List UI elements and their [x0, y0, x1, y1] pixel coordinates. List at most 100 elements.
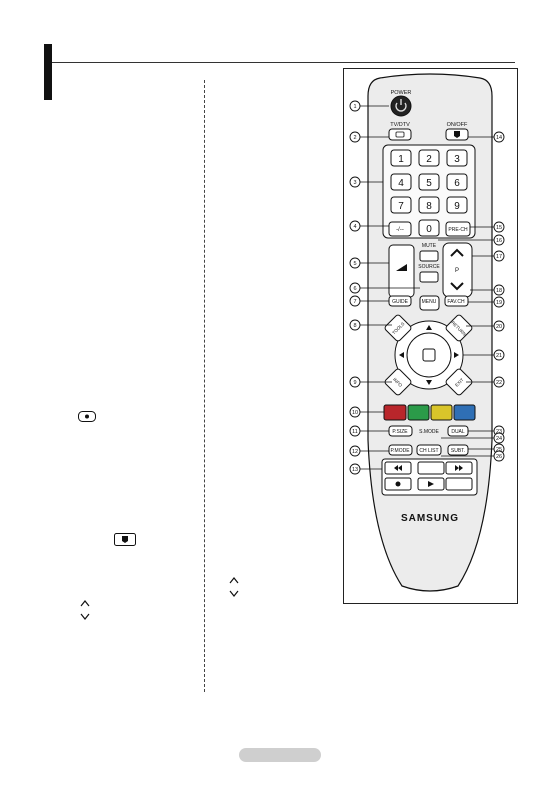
callout-marker	[349, 406, 361, 418]
callout-marker	[493, 349, 505, 361]
callout-number: 24	[496, 436, 502, 442]
callout-number: 19	[496, 300, 502, 306]
mute-label: MUTE	[422, 243, 437, 249]
section-marker-bar	[44, 44, 52, 100]
red-button	[383, 404, 407, 421]
on-off-button-icon	[114, 533, 136, 546]
callout-number: 26	[496, 454, 502, 460]
callout-number: 8	[353, 323, 356, 329]
callout-number: 21	[496, 353, 502, 359]
callout-marker	[493, 296, 505, 308]
svg-text:GUIDE: GUIDE	[392, 299, 409, 305]
digit-label: 8	[426, 201, 432, 212]
callout-number: 3	[353, 180, 356, 186]
digit-8-button	[418, 196, 440, 214]
channel-up-icon	[80, 600, 90, 607]
callout-marker	[493, 131, 505, 143]
callout-number: 12	[352, 449, 358, 455]
callout-number: 22	[496, 380, 502, 386]
power-label: POWER	[391, 90, 412, 96]
pre-ch-button	[445, 221, 471, 237]
tv-dtv-label: TV/DTV	[390, 122, 410, 128]
callout-marker	[349, 425, 361, 437]
tools-button	[384, 314, 412, 342]
callout-marker	[349, 220, 361, 232]
digit-1-button	[390, 149, 412, 167]
green-button	[407, 404, 430, 421]
callout-number: 16	[496, 238, 502, 244]
info-button	[384, 368, 412, 396]
callout-marker	[349, 319, 361, 331]
svg-text:S.MODE: S.MODE	[419, 429, 439, 435]
digit-9-button	[446, 196, 468, 214]
callout-number: 23	[496, 429, 502, 435]
digit-7-button	[390, 196, 412, 214]
page-number-pill	[239, 748, 321, 762]
mute-button	[419, 250, 439, 262]
callout-marker	[349, 282, 361, 294]
power-button	[390, 95, 412, 117]
digit-2-button	[418, 149, 440, 167]
callout-number: 7	[353, 299, 356, 305]
callout-marker	[493, 320, 505, 332]
callout-number: 9	[353, 380, 356, 386]
callout-marker	[493, 450, 505, 462]
svg-text:DUAL: DUAL	[451, 429, 465, 435]
svg-text:INFO: INFO	[392, 377, 403, 388]
callout-marker	[349, 463, 361, 475]
exit-button	[445, 368, 473, 396]
tv-dtv-button	[388, 128, 412, 141]
digit-6-button	[446, 173, 468, 191]
digit-4-button	[390, 173, 412, 191]
callout-marker	[349, 131, 361, 143]
p-label: P	[455, 268, 459, 274]
svg-text:0: 0	[426, 224, 432, 235]
fav-ch-button	[444, 295, 469, 307]
digit-label: 6	[454, 178, 460, 189]
svg-text:FAV.CH: FAV.CH	[447, 299, 465, 305]
digit-label: 3	[454, 154, 460, 165]
source-button	[419, 271, 439, 283]
callout-number: 25	[496, 447, 502, 453]
callout-number: 10	[352, 410, 358, 416]
callout-marker	[349, 376, 361, 388]
volume-down-icon	[229, 590, 239, 597]
callout-marker	[349, 176, 361, 188]
callout-number: 5	[353, 261, 356, 267]
callout-marker	[349, 295, 361, 307]
callout-number: 6	[353, 286, 356, 292]
callout-marker	[493, 250, 505, 262]
callout-marker	[493, 432, 505, 444]
dash-button	[388, 221, 412, 237]
source-button-icon	[78, 411, 96, 422]
callout-number: 11	[352, 429, 358, 435]
digit-label: 9	[454, 201, 460, 212]
svg-text:CH LIST: CH LIST	[419, 448, 438, 454]
callout-number: 4	[353, 224, 356, 230]
callout-number: 17	[496, 254, 502, 260]
svg-text:EXIT: EXIT	[454, 377, 465, 388]
digit-label: 5	[426, 178, 432, 189]
volume-up-icon	[229, 577, 239, 584]
header-rule	[52, 62, 515, 63]
callout-number: 20	[496, 324, 502, 330]
callout-marker	[493, 284, 505, 296]
digit-label: 4	[398, 178, 404, 189]
digit-label: 7	[398, 201, 404, 212]
transport-button-6	[445, 477, 473, 491]
callout-marker	[493, 234, 505, 246]
callout-number: 13	[352, 467, 358, 473]
transport-buttons	[384, 461, 473, 491]
svg-text:PRE-CH: PRE-CH	[448, 227, 468, 233]
callout-marker	[349, 257, 361, 269]
subt-button	[447, 444, 469, 456]
callout-number: 18	[496, 288, 502, 294]
source-label: SOURCE	[418, 264, 440, 270]
yellow-button	[430, 404, 453, 421]
channel-down-icon	[80, 613, 90, 620]
svg-text:P.MODE: P.MODE	[390, 448, 410, 454]
ch-list-button	[416, 444, 442, 456]
callout-marker	[349, 445, 361, 457]
svg-text:MENU: MENU	[422, 299, 437, 305]
